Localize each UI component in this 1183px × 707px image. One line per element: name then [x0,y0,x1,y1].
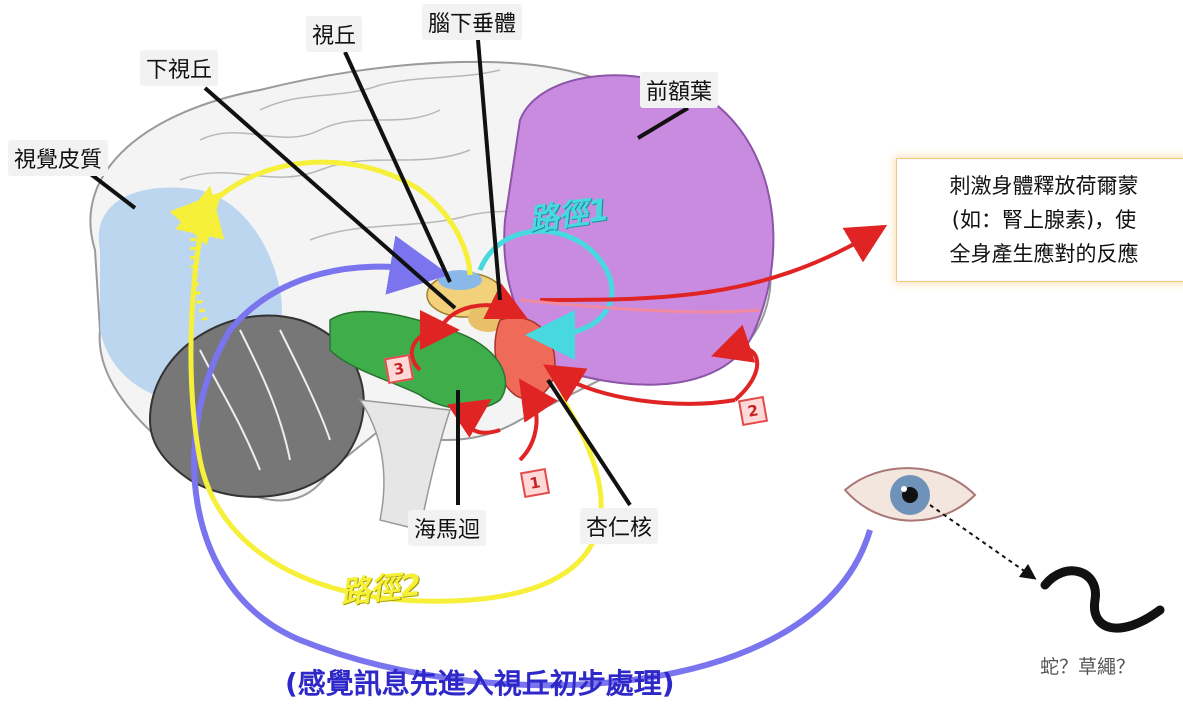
caption: (感覺訊息先進入視丘初步處理) [285,662,675,702]
label-hypothalamus: 下視丘 [140,50,218,86]
label-prefrontal: 前額葉 [640,72,718,108]
callout-line-3: 全身產生應對的反應 [909,237,1179,271]
label-visual-cortex: 視覺皮質 [8,140,108,176]
hormone-callout: 刺激身體釋放荷爾蒙 (如：腎上腺素)，使 全身產生應對的反應 [896,158,1183,282]
label-hippocampus: 海馬迴 [408,510,486,546]
label-pituitary: 腦下垂體 [422,4,522,40]
badge-2: 2 [738,396,768,426]
gaze-line [930,505,1030,575]
callout-line-2: (如：腎上腺素)，使 [909,203,1179,237]
path2-label: 路徑2 [338,560,423,612]
badge-1: 1 [520,468,550,498]
label-thalamus: 視丘 [306,16,362,52]
badge-3: 3 [384,354,414,384]
snake-label: 蛇？草繩？ [1040,652,1135,679]
snake-icon [1045,571,1160,628]
label-amygdala: 杏仁核 [580,508,658,544]
callout-line-1: 刺激身體釋放荷爾蒙 [909,169,1179,203]
eye-icon [845,468,975,521]
